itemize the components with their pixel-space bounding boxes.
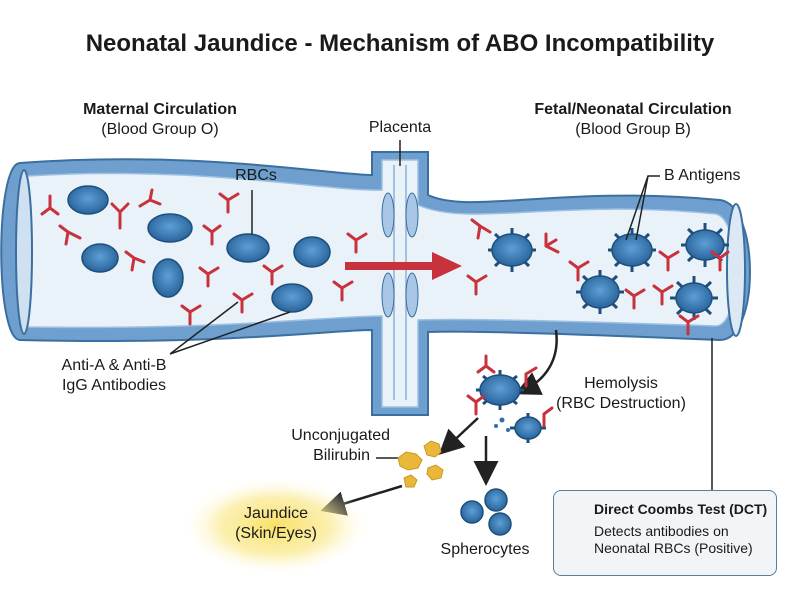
fetal-heading: Fetal/Neonatal Circulation: [534, 101, 732, 118]
maternal-antibodies: [40, 188, 368, 326]
antibody: [218, 192, 240, 214]
rbc: [147, 213, 193, 243]
antibodies-label-line2: IgG Antibodies: [61, 377, 167, 394]
leader-lines: [169, 140, 713, 492]
spherocytes-group: [460, 488, 512, 536]
antibody: [524, 366, 538, 388]
transfer-arrow: [345, 252, 462, 280]
bilirubin-crystals: [397, 440, 444, 488]
damaged-rbc: [514, 416, 542, 440]
bilirubin-label-line1: Unconjugated: [291, 427, 390, 444]
dct-panel: Direct Coombs Test (DCT) Detects antibod…: [553, 490, 777, 576]
antibody: [678, 314, 700, 336]
rbc-fragment: [499, 417, 505, 423]
dct-description: Detects antibodies on Neonatal RBCs (Pos…: [594, 523, 753, 557]
vessel-right-opening: [726, 203, 746, 337]
antibody: [40, 194, 60, 216]
jaundice-label-line1: Jaundice: [243, 505, 309, 522]
spherocyte: [460, 500, 484, 524]
spherocyte: [488, 512, 512, 536]
to-hemolysis-arrow: [514, 329, 558, 395]
fetal-rbc: [681, 223, 729, 267]
rbcs-label: RBCs: [235, 167, 277, 184]
hemolysis-cluster: [466, 354, 554, 443]
b-antigens-label: B Antigens: [664, 167, 741, 184]
bilirubin-blob: [423, 440, 442, 458]
antibody: [262, 264, 284, 286]
fetal-rbc: [576, 270, 624, 314]
antibody: [476, 354, 496, 374]
bilirubin-blob: [397, 451, 423, 471]
spherocytes-label: Spherocytes: [440, 541, 530, 558]
placenta-cell: [381, 192, 395, 238]
antibody: [58, 224, 82, 246]
rbc-fragment: [494, 424, 498, 428]
rbc: [81, 243, 119, 273]
maternal-heading: Maternal Circulation: [83, 101, 237, 118]
vessel-lumen: [15, 159, 737, 408]
antibody: [544, 232, 560, 254]
rbc: [152, 258, 184, 298]
fetal-rbc: [488, 228, 536, 272]
rbc: [67, 185, 109, 215]
fetal-rbc: [670, 276, 718, 320]
antibody: [624, 288, 646, 310]
antibody: [710, 250, 730, 272]
antibody: [346, 232, 368, 254]
to-bilirubin-arrow: [438, 417, 479, 455]
vessel-left-opening: [15, 169, 33, 335]
placenta-cell: [405, 192, 419, 238]
antibody: [470, 218, 492, 240]
placenta-cell: [405, 272, 419, 318]
spherocyte: [484, 488, 508, 512]
placenta-label: Placenta: [368, 119, 432, 136]
fetal-antibodies: [466, 218, 730, 336]
antibody: [124, 250, 146, 272]
maternal-blood-group: (Blood Group O): [101, 121, 219, 138]
antibody: [232, 292, 254, 314]
antibodies-label-line1: Anti-A & Anti-B: [61, 357, 167, 374]
page-title: Neonatal Jaundice - Mechanism of ABO Inc…: [85, 30, 715, 57]
jaundice-glow: [184, 478, 368, 574]
rbc: [271, 283, 313, 313]
fetal-rbcs: [488, 223, 729, 320]
jaundice-label-line2: (Skin/Eyes): [235, 525, 317, 542]
antibody: [658, 250, 680, 272]
antibodies-leader: [169, 301, 291, 355]
placenta-column: [381, 165, 419, 400]
hemolysis-label-line1: Hemolysis: [584, 375, 658, 392]
fetal-blood-group: (Blood Group B): [575, 121, 691, 138]
antibody: [542, 406, 554, 428]
placenta-cell: [381, 272, 395, 318]
rbc-fragment: [506, 428, 510, 432]
blood-vessel: [0, 151, 751, 416]
b-antigens-leader: [625, 175, 660, 241]
antibody: [198, 266, 220, 288]
antibody: [466, 394, 486, 416]
hemolysis-label-line2: (RBC Destruction): [556, 395, 686, 412]
bilirubin-blob: [426, 464, 444, 481]
antibody: [466, 274, 488, 296]
fetal-rbc: [608, 228, 656, 272]
antibody: [568, 260, 590, 282]
antibody: [332, 280, 354, 302]
bilirubin-blob: [403, 474, 418, 488]
antibody: [652, 284, 674, 306]
dct-title: Direct Coombs Test (DCT): [594, 501, 768, 517]
bilirubin-label-line2: Bilirubin: [313, 447, 370, 464]
maternal-rbcs: [67, 185, 331, 313]
rbc: [293, 236, 331, 268]
antibody: [202, 224, 222, 246]
damaged-rbc: [479, 374, 521, 406]
antibody: [180, 304, 202, 326]
rbc: [226, 233, 270, 263]
antibody: [138, 188, 162, 208]
antibody: [110, 202, 130, 230]
